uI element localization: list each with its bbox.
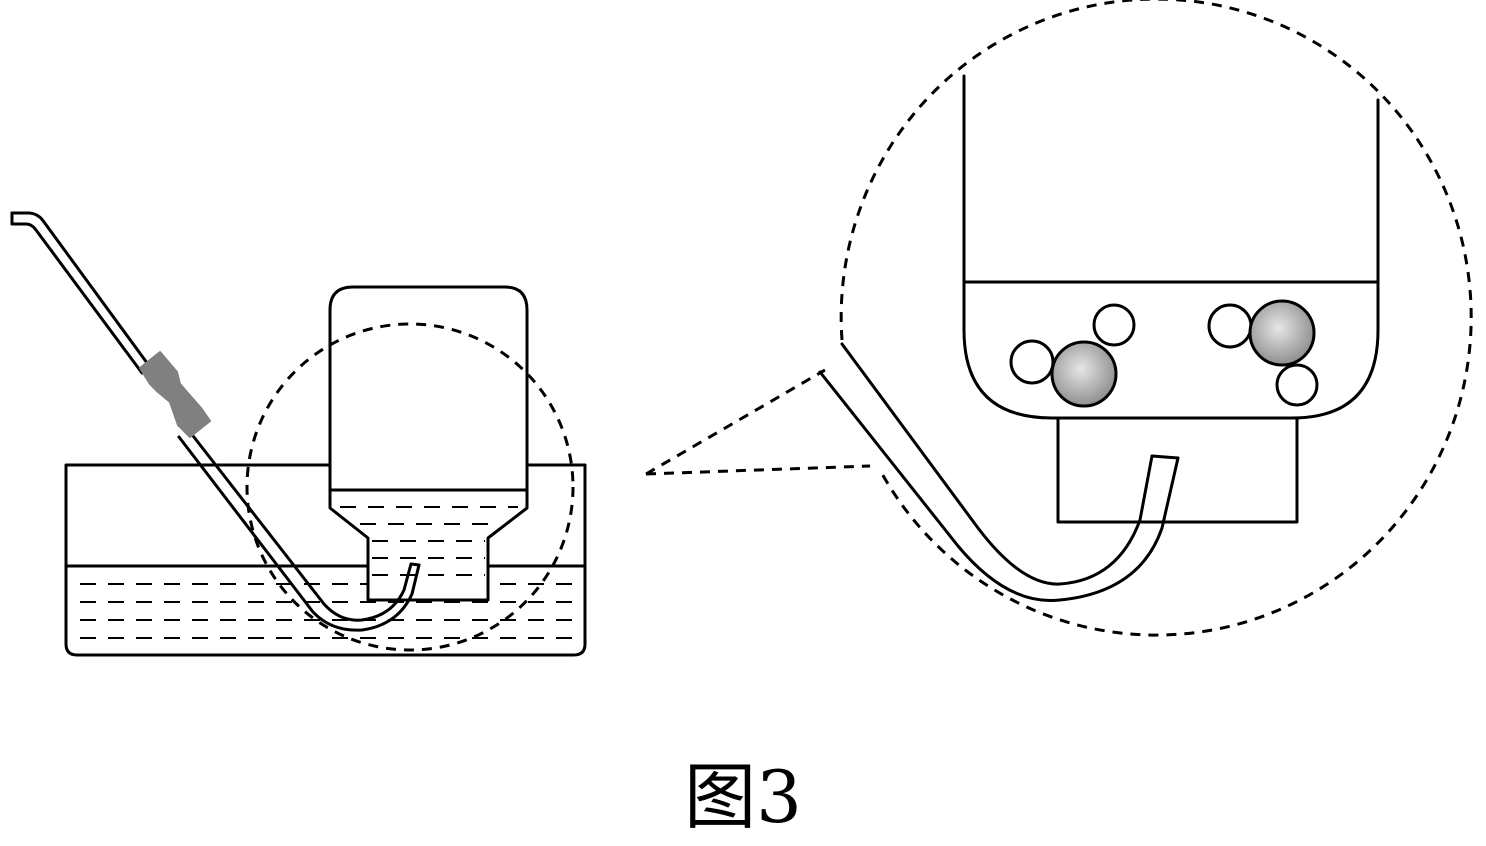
magnified-delivery-tube — [818, 342, 1180, 603]
magnified-bottle-neck — [1056, 416, 1299, 524]
zoom-region-circle — [245, 322, 575, 652]
small-bubble — [1275, 363, 1319, 407]
water-trough — [64, 463, 587, 657]
large-bubble — [1050, 340, 1118, 408]
figure-caption: 图3 — [684, 755, 802, 839]
bent-delivery-tube — [10, 211, 421, 632]
magnified-detail-circle — [818, 0, 1473, 637]
small-bubble — [1092, 303, 1136, 347]
inverted-gas-bottle — [328, 285, 529, 602]
magnified-bottle-wall — [962, 74, 1380, 420]
gas-bubbles — [1009, 299, 1319, 408]
rubber-tube-connector — [139, 351, 211, 438]
left-apparatus — [10, 211, 587, 657]
large-bubble — [1248, 299, 1316, 367]
bottle-water-lines — [340, 506, 518, 576]
small-bubble — [1207, 303, 1253, 349]
magnifier-outline — [839, 0, 1473, 637]
small-bubble — [1009, 339, 1055, 385]
magnifier-callout — [645, 368, 871, 476]
trough-water-lines — [80, 583, 575, 639]
